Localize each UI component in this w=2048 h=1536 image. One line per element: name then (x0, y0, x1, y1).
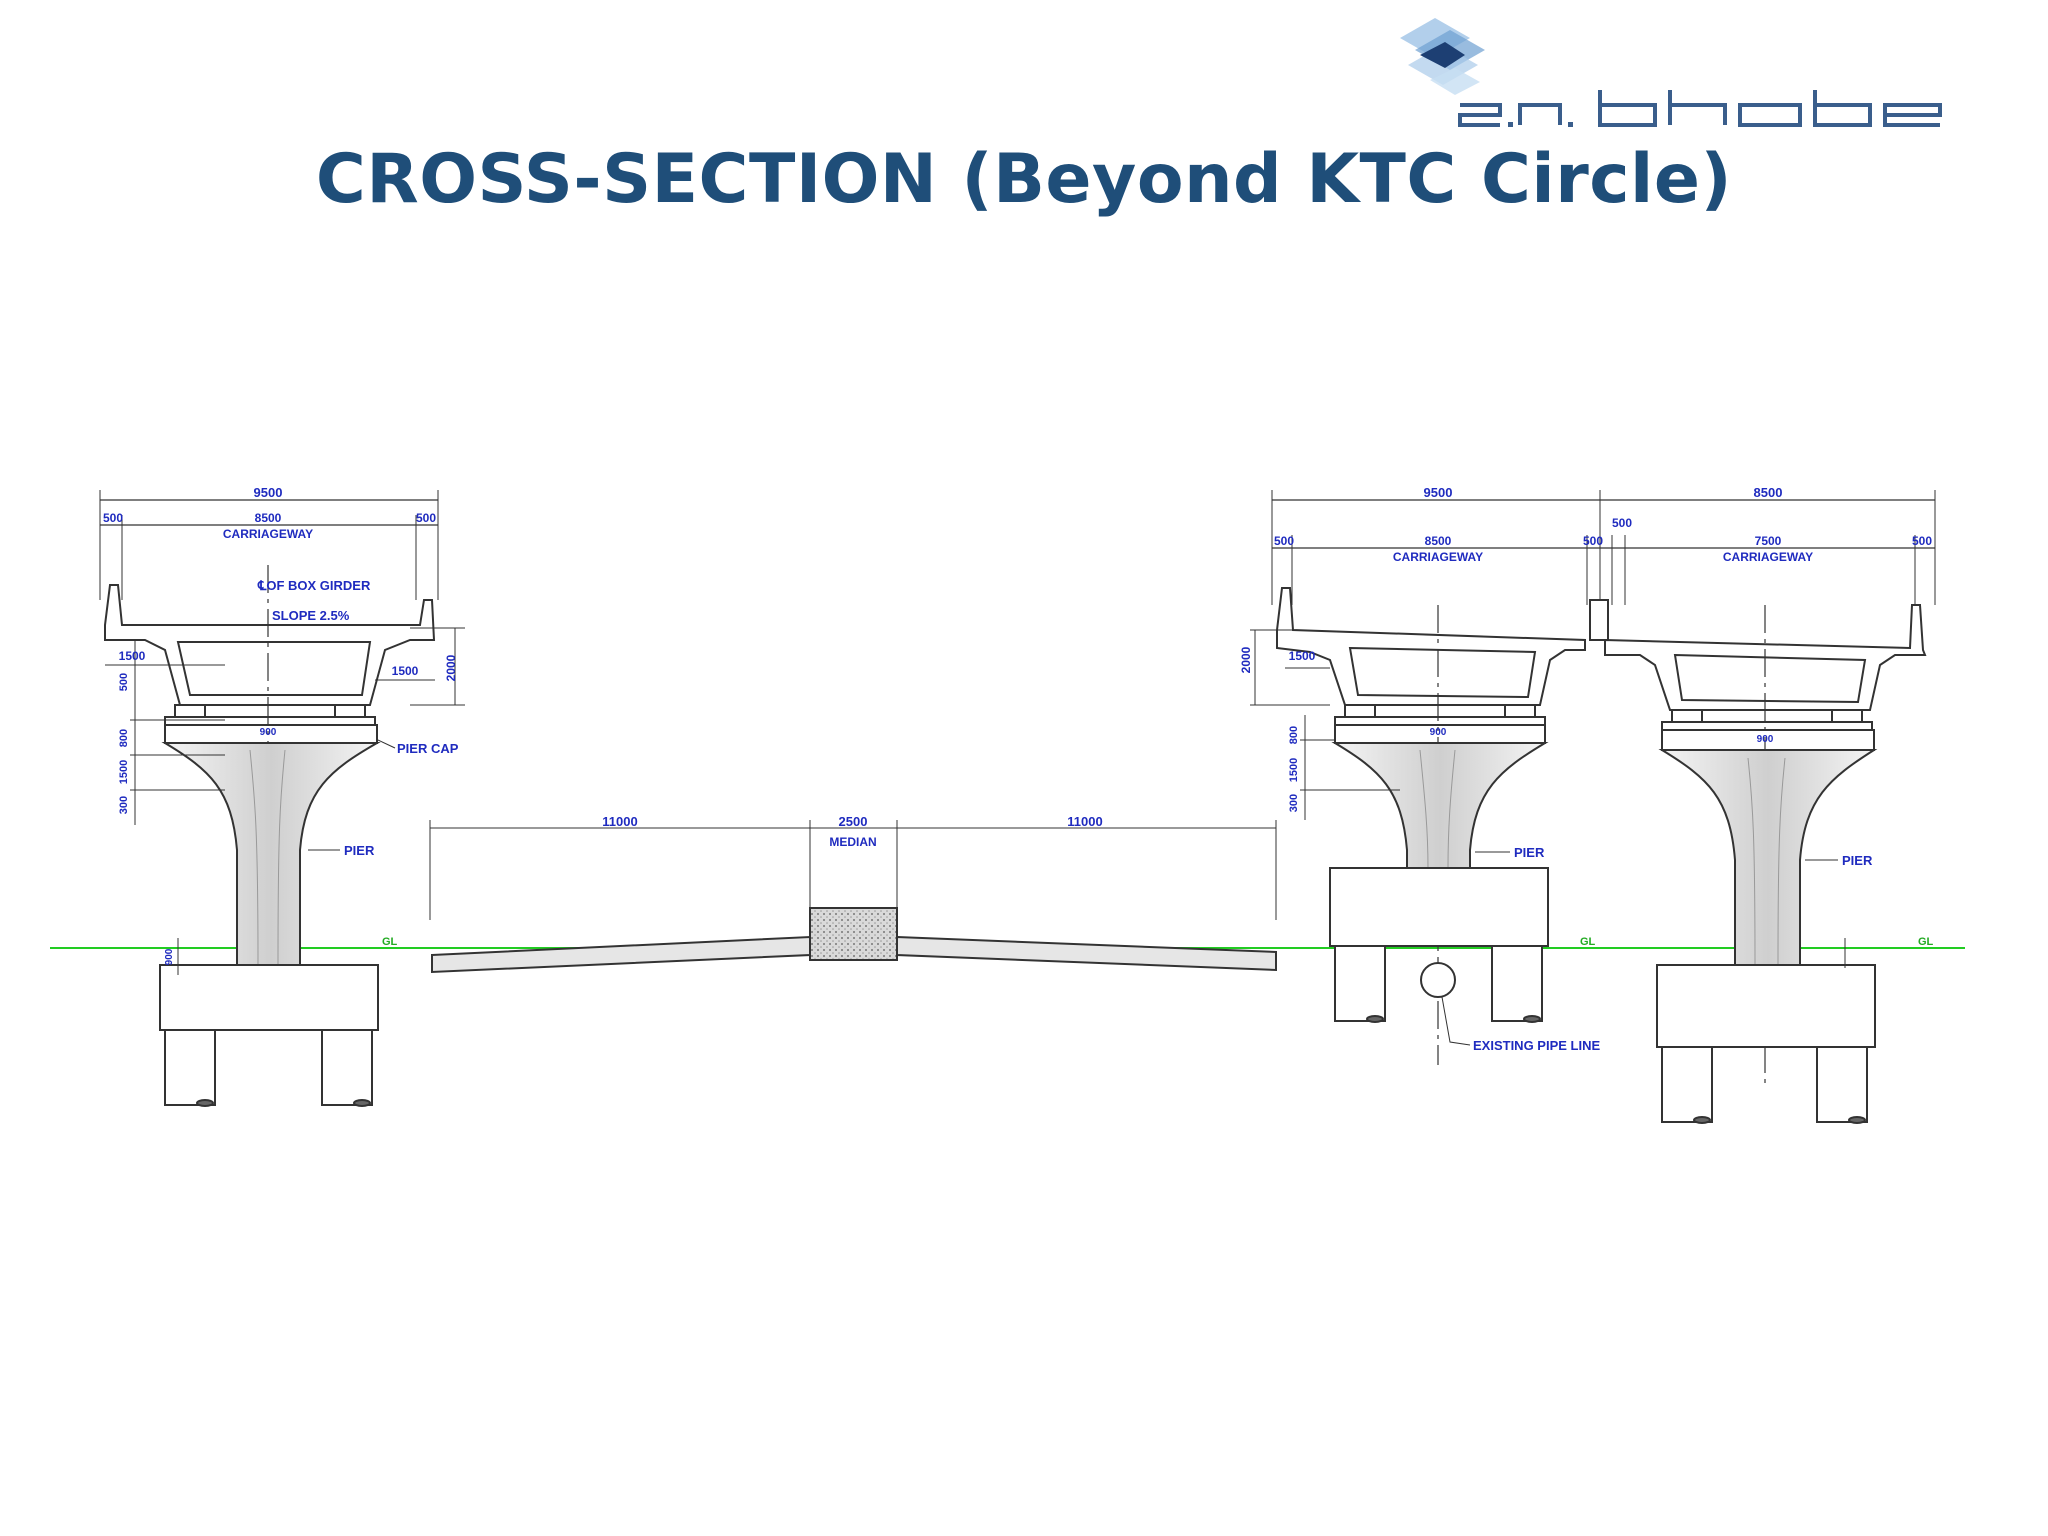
left-flyover (99, 490, 465, 1107)
right-flyover (1250, 490, 1936, 1124)
dim-side-a: 500 (118, 673, 130, 691)
dim-carriageway-b: 7500 (1755, 534, 1782, 548)
logo-wordmark (1458, 90, 1942, 127)
dim-overall-a: 9500 (1424, 485, 1453, 500)
dim-gap: 500 (1612, 516, 1632, 530)
dim-edge-a1: 500 (1274, 534, 1294, 548)
dim-cantilever-left: 1500 (119, 649, 146, 663)
right-flyover-annotations: 9500 8500 500 8500 CARRIAGEWAY 500 500 7… (1239, 485, 1934, 1053)
label-median: MEDIAN (829, 835, 876, 849)
label-pier-b: PIER (1842, 853, 1873, 868)
dim-edge-right: 500 (416, 511, 436, 525)
dim-footing: 900 (164, 948, 175, 965)
dim-depth-right: 2000 (1239, 646, 1253, 673)
dim-side-d: 300 (118, 796, 130, 814)
page-title: CROSS-SECTION (Beyond KTC Circle) (315, 140, 1733, 219)
label-pier-a: PIER (1514, 845, 1545, 860)
ground-road (429, 820, 1277, 974)
left-flyover-annotations: 9500 500 8500 CARRIAGEWAY 500 ℄OF BOX GI… (103, 485, 459, 965)
label-box-girder: ℄OF BOX GIRDER (257, 578, 371, 593)
dim-right-side-d: 300 (1288, 794, 1300, 812)
label-carriageway-a: CARRIAGEWAY (1393, 550, 1483, 564)
dim-edge-a2: 500 (1583, 534, 1603, 548)
label-carriageway: CARRIAGEWAY (223, 527, 313, 541)
sn-bhobe-logo (1400, 18, 1942, 127)
dim-carriageway: 8500 (255, 511, 282, 525)
dim-side-c: 1500 (118, 760, 130, 784)
dim-road-right: 11000 (1067, 814, 1102, 829)
label-pier: PIER (344, 843, 375, 858)
dim-side-b: 800 (118, 729, 130, 747)
label-slope: SLOPE 2.5% (272, 608, 350, 623)
dim-bearing-b: 900 (1757, 734, 1774, 745)
label-gl: GL (382, 936, 398, 948)
dim-carriageway-a: 8500 (1425, 534, 1452, 548)
dim-edge-b: 500 (1912, 534, 1932, 548)
label-existing-pipe: EXISTING PIPE LINE (1473, 1038, 1600, 1053)
dim-cantilever-right: 1500 (392, 664, 419, 678)
label-gl-a: GL (1580, 936, 1596, 948)
dim-median: 2500 (839, 814, 868, 829)
logo-cube-icon (1400, 18, 1485, 95)
dim-road-left: 11000 (602, 814, 637, 829)
label-gl-b: GL (1918, 936, 1934, 948)
label-pier-cap: PIER CAP (397, 741, 459, 756)
dim-right-side-b: 800 (1288, 726, 1300, 744)
label-carriageway-b: CARRIAGEWAY (1723, 550, 1813, 564)
dim-edge-left: 500 (103, 511, 123, 525)
dim-right-side-c: 1500 (1288, 758, 1300, 782)
ground-road-annotations: 11000 2500 MEDIAN 11000 (602, 814, 1102, 849)
dim-bearing-a: 900 (1430, 727, 1447, 738)
dim-cantilever-right: 1500 (1289, 649, 1316, 663)
dim-depth: 2000 (444, 654, 458, 681)
dim-bearing: 900 (260, 727, 277, 738)
dim-overall-b: 8500 (1754, 485, 1783, 500)
dim-overall: 9500 (254, 485, 283, 500)
